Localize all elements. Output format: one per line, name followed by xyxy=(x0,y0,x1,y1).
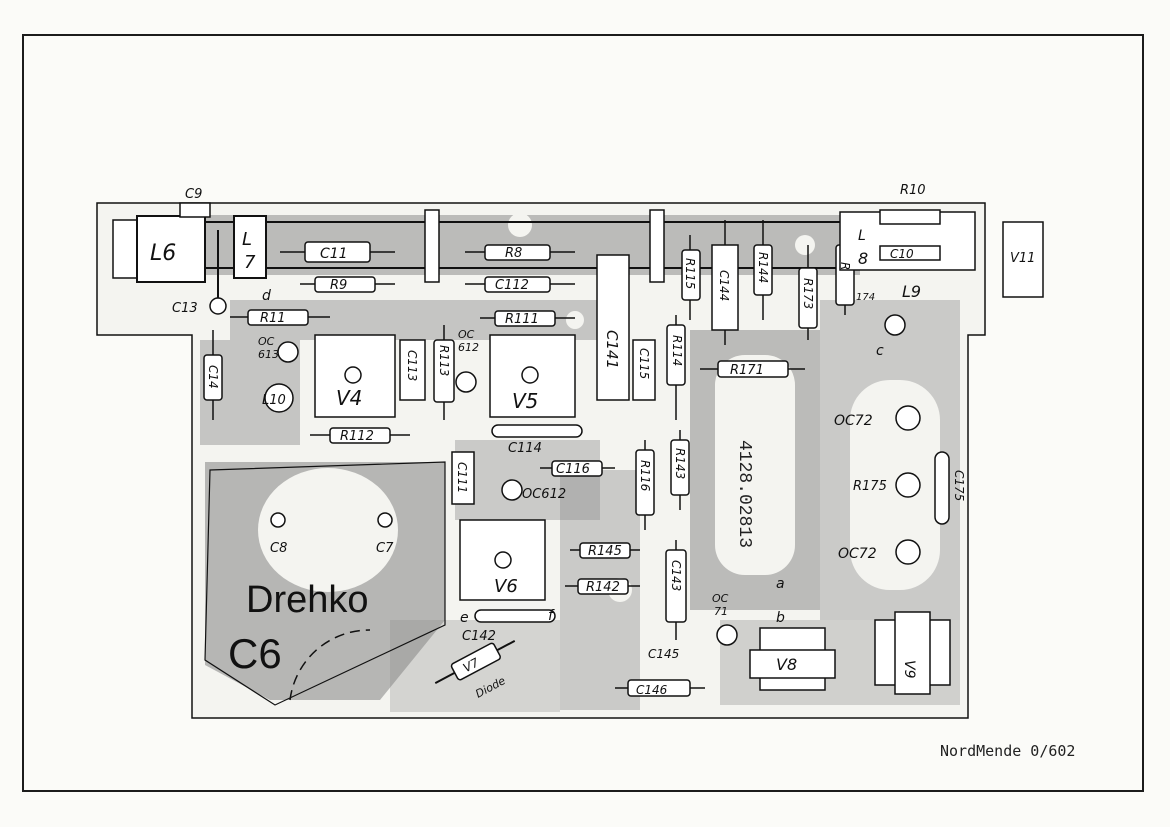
vertical-components xyxy=(203,209,950,640)
transistors xyxy=(264,341,921,646)
label-c14: C14 xyxy=(206,365,220,389)
label-c143: C143 xyxy=(669,560,683,591)
label-r115: R115 xyxy=(683,258,697,289)
label-oc72b: OC72 xyxy=(838,546,877,562)
label-a: a xyxy=(776,576,785,592)
trace-gaps xyxy=(258,213,940,602)
label-oc612b: OC612 xyxy=(522,487,566,502)
vertical-labels: C14 C113 R113 C141 C115 R114 R115 C144 R… xyxy=(206,252,966,591)
label-r116: R116 xyxy=(638,460,652,492)
label-oc72a: OC72 xyxy=(834,413,873,429)
label-f: f xyxy=(548,608,555,624)
label-c116: C116 xyxy=(556,462,590,477)
label-b: b xyxy=(776,610,785,626)
label-c114: C114 xyxy=(508,441,542,456)
label-c7: C7 xyxy=(376,541,394,556)
label-v8: V8 xyxy=(776,655,797,674)
label-c111: C111 xyxy=(455,462,469,493)
label-c112: C112 xyxy=(495,278,529,293)
coil-l7: L 7 xyxy=(233,215,267,279)
label-l10: L10 xyxy=(262,393,286,408)
label-c13: C13 xyxy=(172,301,198,316)
label-c146: C146 xyxy=(636,683,668,697)
label-r114: R114 xyxy=(670,335,684,366)
label-v5: V5 xyxy=(512,389,538,413)
label-v11: V11 xyxy=(1010,251,1035,266)
label-r10: R10 xyxy=(900,183,926,198)
coil-l6: L6 xyxy=(112,215,206,283)
label-c145: C145 xyxy=(648,647,679,661)
label-c8: C8 xyxy=(270,541,287,556)
label-drehko: Drehko xyxy=(246,579,369,621)
axial-components xyxy=(230,241,805,697)
label-r174-num: 174 xyxy=(856,292,875,303)
label-r143: R143 xyxy=(673,448,687,479)
label-c142: C142 xyxy=(462,629,496,644)
label-oc612a: OC xyxy=(458,328,475,341)
capacitor-c13: C13 xyxy=(172,297,227,316)
board-serial: 4128.02813 xyxy=(734,440,754,548)
label-oc71-num: 71 xyxy=(714,605,728,618)
label-v7: V7 xyxy=(461,655,482,675)
label-c6: C6 xyxy=(228,630,282,677)
label-r145: R145 xyxy=(588,544,622,559)
drehko-arc xyxy=(289,629,371,701)
diode-v7: V7 xyxy=(434,639,516,685)
label-c113: C113 xyxy=(405,350,419,381)
label-r175: R175 xyxy=(853,479,887,494)
label-oc613: OC xyxy=(258,335,275,348)
label-c9: C9 xyxy=(185,187,202,202)
capacitor-c9: C9 xyxy=(179,187,211,218)
label-v4: V4 xyxy=(336,386,362,410)
label-l8: L xyxy=(858,228,866,244)
label-l9: L9 xyxy=(902,282,921,301)
label-r142: R142 xyxy=(586,580,620,595)
label-r8: R8 xyxy=(505,246,522,261)
label-d: d xyxy=(262,288,271,304)
label-r112: R112 xyxy=(340,429,374,444)
label-oc613-num: 613 xyxy=(258,348,279,361)
label-e: e xyxy=(460,610,469,626)
label-r174: R xyxy=(838,262,852,270)
label-c11: C11 xyxy=(320,246,348,262)
drehko-outline xyxy=(204,461,446,706)
trimmers xyxy=(270,314,906,569)
label-r173: R173 xyxy=(801,278,815,309)
label-r171: R171 xyxy=(730,363,764,378)
label-c115: C115 xyxy=(637,348,651,379)
label-l7-num: 7 xyxy=(244,252,256,273)
label-l8-num: 8 xyxy=(858,249,868,268)
label-c144: C144 xyxy=(717,270,731,301)
label-r113: R113 xyxy=(437,345,451,376)
label-oc71: OC xyxy=(712,592,729,605)
document-caption: NordMende 0/602 xyxy=(940,742,1076,760)
label-r144: R144 xyxy=(756,252,770,283)
label-v6: V6 xyxy=(494,576,518,597)
label-c175: C175 xyxy=(952,470,966,501)
label-c10: C10 xyxy=(890,247,914,261)
label-l7: L xyxy=(242,229,252,250)
label-l6: L6 xyxy=(150,241,176,266)
component-labels: C11 R9 R11 d R8 C112 R111 R112 OC 613 OC… xyxy=(258,183,1035,701)
label-r9: R9 xyxy=(330,278,347,293)
label-oc612a-num: 612 xyxy=(458,341,479,354)
label-r11: R11 xyxy=(260,311,286,326)
label-v9: V9 xyxy=(901,660,917,679)
drawing-frame xyxy=(22,34,1144,792)
label-c: c xyxy=(876,343,884,359)
label-r111: R111 xyxy=(505,312,539,327)
label-c141: C141 xyxy=(603,330,621,369)
